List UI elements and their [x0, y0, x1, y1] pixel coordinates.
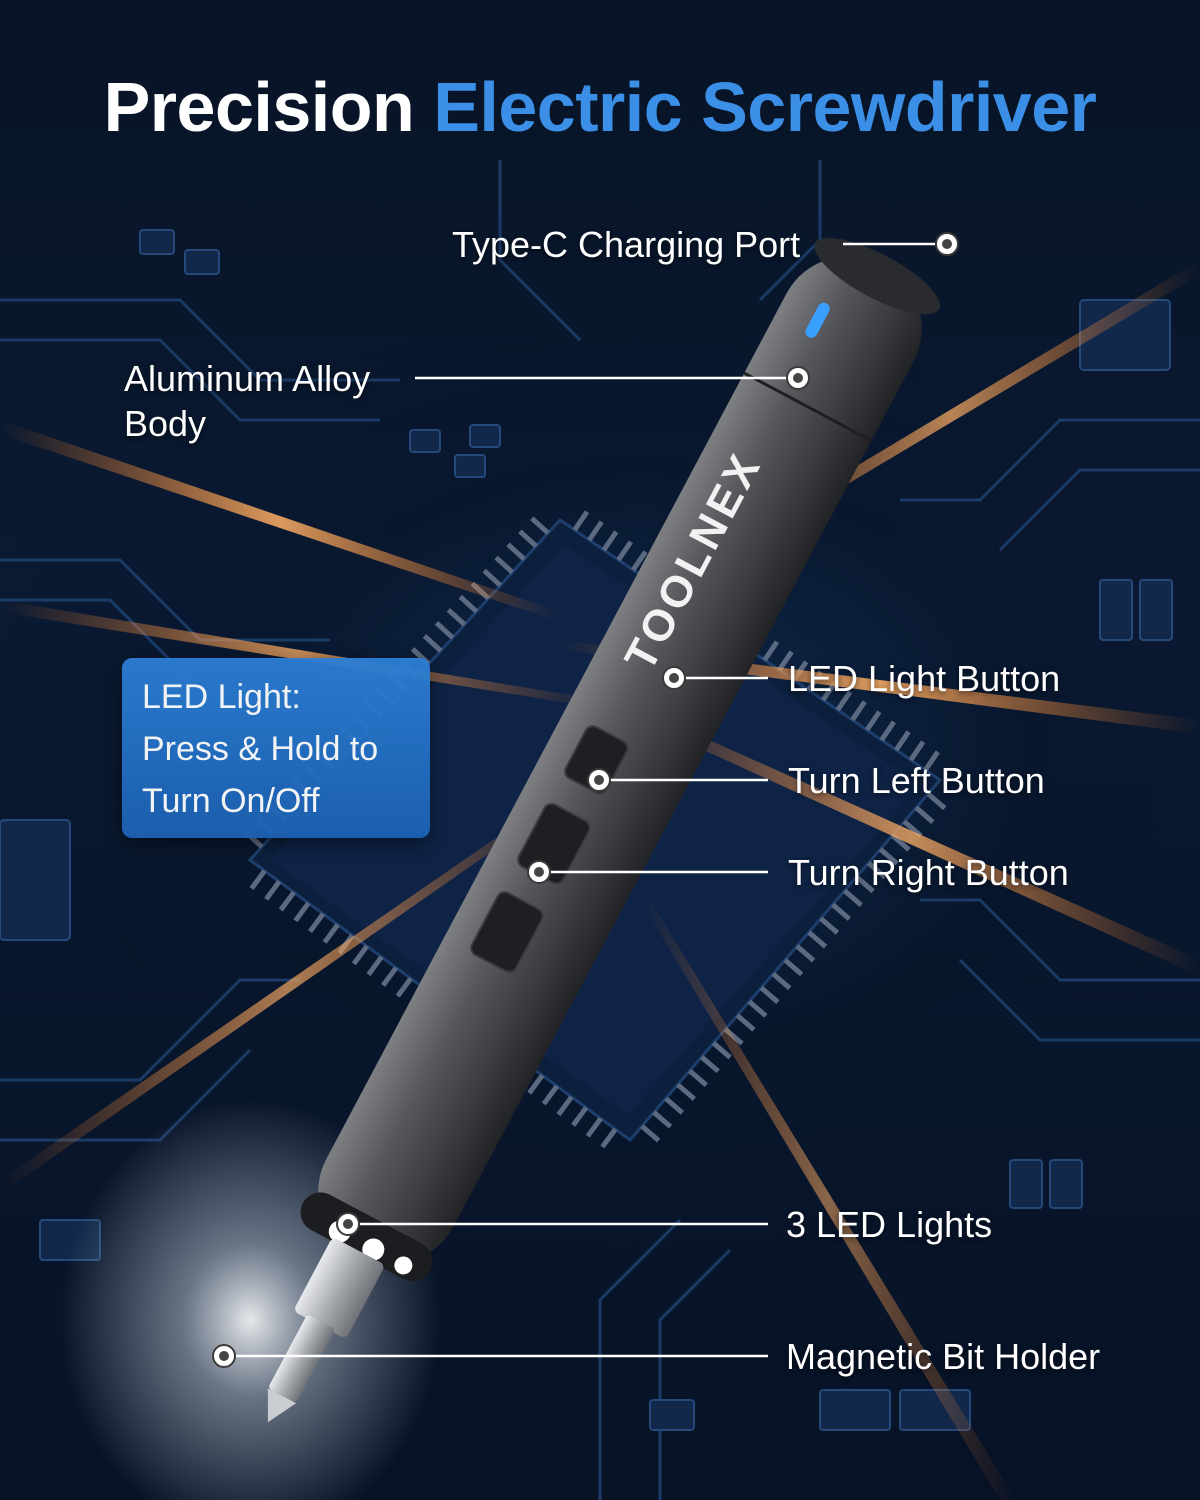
- turn-right-button[interactable]: [468, 889, 545, 974]
- chip-pin: [652, 1110, 673, 1129]
- chip-pin: [366, 955, 384, 977]
- callout-led-lights: 3 LED Lights: [786, 1204, 993, 1245]
- led-light-button[interactable]: [562, 723, 630, 796]
- chip-pin: [819, 916, 840, 935]
- page-title: Precision Electric Screwdriver: [0, 72, 1200, 142]
- chip-pin: [506, 542, 526, 562]
- chip-pin: [308, 912, 326, 934]
- chip-pin: [422, 634, 443, 653]
- led-light: [394, 1256, 413, 1275]
- chip-pin: [293, 901, 311, 923]
- chip-pin: [381, 966, 399, 987]
- chip-pin: [527, 1073, 545, 1095]
- chip-pin: [699, 1055, 720, 1074]
- chip-pin: [923, 750, 940, 772]
- chip-pin: [458, 594, 479, 614]
- chip-pin: [640, 1124, 661, 1143]
- chip-pin: [587, 520, 604, 542]
- chip-pin: [902, 819, 923, 838]
- info-line-1: LED Light:: [142, 678, 301, 716]
- chip-pin: [735, 1013, 756, 1032]
- callout-type-c-port: Type-C Charging Port: [452, 224, 801, 265]
- chip-pin: [600, 1127, 618, 1149]
- chip-pin: [850, 700, 867, 722]
- callout-led-button: LED Light Button: [788, 658, 1061, 699]
- circuit-traces: [0, 160, 1200, 1500]
- chip-pin: [322, 923, 340, 944]
- chip-pin: [926, 791, 947, 811]
- chip-pin: [395, 976, 413, 998]
- chip-pin: [541, 1084, 559, 1106]
- end-cap: [814, 237, 940, 315]
- callout-turn-left: Turn Left Button: [788, 760, 1045, 801]
- chip-pin: [572, 510, 590, 532]
- chip-pin: [842, 888, 863, 908]
- chip-pin: [835, 690, 853, 712]
- chip-pin: [687, 1068, 708, 1088]
- chip-pin: [894, 730, 911, 752]
- chip-pin: [878, 847, 899, 866]
- chip-pin: [676, 1082, 696, 1101]
- chip-pin: [890, 833, 911, 852]
- smd-components: [0, 229, 1173, 1431]
- chip-pin: [777, 650, 794, 672]
- chip-pin: [278, 890, 296, 912]
- chip-pin: [664, 1096, 685, 1115]
- chip-pin: [866, 861, 887, 880]
- callout-turn-right: Turn Right Button: [788, 852, 1069, 893]
- callout-bit-holder: Magnetic Bit Holder: [786, 1336, 1101, 1377]
- callout-dots: [212, 232, 959, 1368]
- chip-pin: [807, 930, 828, 949]
- chip-pin: [854, 875, 875, 894]
- light-streaks: [0, 260, 1200, 1500]
- chip-pin: [518, 529, 538, 549]
- info-line-3: Turn On/Off: [142, 782, 320, 820]
- chip-pin: [711, 1041, 732, 1060]
- chip-pin: [762, 640, 780, 662]
- chip-pin: [249, 869, 267, 890]
- info-line-2: Press & Hold to: [142, 730, 379, 768]
- chip-pin: [494, 555, 514, 575]
- chip-pin: [908, 740, 926, 762]
- magnetic-bit-holder: [295, 1238, 384, 1338]
- title-accent-text: Electric Screwdriver: [433, 68, 1097, 146]
- chip-pin: [795, 944, 816, 963]
- title-word-precision: Precision: [103, 68, 415, 146]
- screwdriver-bit: [269, 1315, 335, 1402]
- chip-pin: [530, 516, 550, 535]
- chip-pin: [556, 1095, 574, 1117]
- chip-pin: [264, 880, 282, 901]
- chip-pin: [759, 985, 780, 1004]
- chip-pin: [351, 944, 369, 966]
- chip-pin: [864, 710, 882, 732]
- callout-aluminum-line2: Body: [124, 403, 207, 444]
- callout-aluminum-body: Aluminum Alloy Body: [124, 356, 424, 446]
- charge-indicator: [805, 302, 830, 338]
- led-info-box: LED Light: Press & Hold to Turn On/Off: [122, 658, 430, 838]
- chip-pin: [783, 958, 804, 977]
- chip-pin: [601, 530, 619, 552]
- chip-pin: [879, 720, 897, 742]
- chip-pin: [571, 1106, 589, 1127]
- callout-lines: [236, 242, 935, 1358]
- chip-pin: [771, 971, 792, 991]
- chip-pin: [631, 550, 648, 572]
- chip-pin: [616, 540, 633, 562]
- chip-pin: [747, 999, 768, 1018]
- chip-pin: [434, 621, 455, 640]
- chip-pin: [585, 1116, 603, 1138]
- chip-pin: [914, 805, 935, 824]
- chip-pin: [831, 902, 851, 921]
- led-light: [362, 1238, 385, 1261]
- callout-aluminum-line1: Aluminum Alloy: [124, 358, 371, 399]
- chip-pin: [446, 607, 467, 627]
- chip-pin: [482, 568, 503, 588]
